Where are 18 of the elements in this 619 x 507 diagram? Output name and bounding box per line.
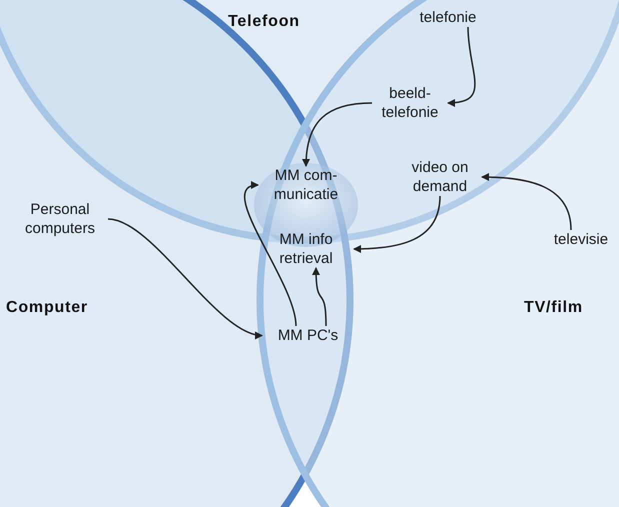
- arrow: [244, 182, 297, 326]
- text-label: MM info retrieval: [258, 230, 354, 268]
- text-label: video on demand: [398, 158, 482, 196]
- text-label: MM PC's: [262, 326, 354, 345]
- arrow: [447, 26, 476, 107]
- region-label: Telefoon: [228, 12, 300, 32]
- arrow: [312, 267, 327, 326]
- arrow: [353, 196, 441, 253]
- text-label: MM com- municatie: [258, 166, 354, 204]
- arrow: [481, 173, 572, 230]
- arrow: [302, 102, 372, 167]
- region-label: Computer: [6, 298, 88, 318]
- text-label: Personal computers: [12, 200, 108, 238]
- text-label: beeld- telefonie: [372, 84, 448, 122]
- arrow: [108, 218, 263, 338]
- text-label: telefonie: [410, 8, 486, 27]
- text-label: televisie: [548, 230, 614, 249]
- region-label: TV/film: [524, 298, 583, 318]
